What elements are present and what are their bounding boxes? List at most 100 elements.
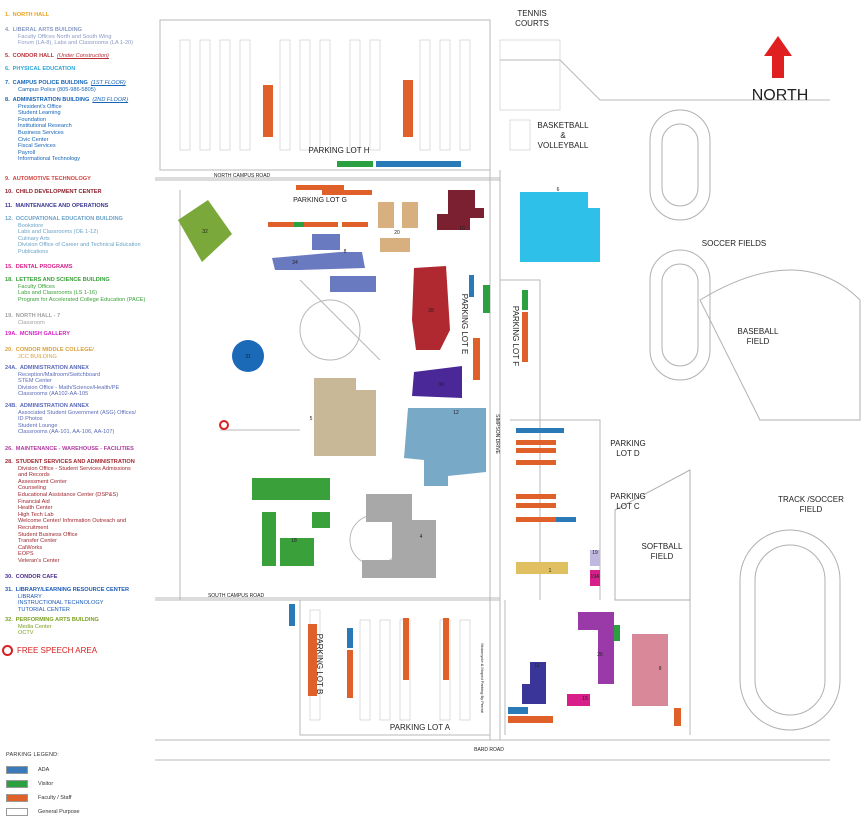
building-number: 19A xyxy=(591,574,601,580)
lot-c-label: PARKING xyxy=(610,492,645,501)
occupational-education-building xyxy=(404,408,486,486)
legend-line: High Tech Lab xyxy=(18,511,54,518)
legend-title: STUDENT SERVICES AND ADMINISTRATION xyxy=(15,459,135,465)
legend-number: 9. xyxy=(5,176,10,182)
legend-title: LIBERAL ARTS BUILDING xyxy=(12,27,82,33)
legend-line: Assessment Center xyxy=(18,478,67,485)
building-number: 11 xyxy=(534,663,539,669)
legend-line: Student Learning xyxy=(18,110,61,117)
legend-title: NORTH HALL xyxy=(12,12,50,18)
legend-line: Informational Technology xyxy=(18,156,81,163)
track-label: TRACK /SOCCER xyxy=(778,495,844,504)
legend-title: ADMINISTRATION BUILDING xyxy=(12,97,90,103)
building-number: 31 xyxy=(245,354,251,360)
legend-number: 24A. xyxy=(5,365,17,371)
legend-line: Payroll xyxy=(18,149,36,156)
legend-line: Welcome Center/ Information Outreach and xyxy=(18,518,127,525)
legend-line: Recruitment xyxy=(18,524,49,531)
legend-title: AUTOMOTIVE TECHNOLOGY xyxy=(12,176,91,182)
legend-item: 9.AUTOMOTIVE TECHNOLOGY xyxy=(5,176,153,183)
legend-line: Student Business Office xyxy=(18,531,78,538)
building-number: 8 xyxy=(344,249,347,255)
administration-annex-24a xyxy=(272,234,376,292)
legend-number: 24B. xyxy=(5,403,17,409)
legend-title: CAMPUS POLICE BUILDING xyxy=(12,80,88,86)
ada-swatch xyxy=(6,766,28,774)
legend-line: Forum (LA-8), Labs and Classrooms (LA 1-… xyxy=(18,40,134,47)
legend-title-note: (2ND FLOOR) xyxy=(92,97,129,103)
performing-arts-building xyxy=(178,200,232,262)
free-speech-marker xyxy=(219,420,229,430)
legend-number: 11. xyxy=(5,203,13,209)
maintenance-operations xyxy=(522,662,546,704)
legend-item: 1.NORTH HALL xyxy=(5,12,153,19)
legend-item: 8.ADMINISTRATION BUILDING(2ND FLOOR)Pres… xyxy=(5,97,153,163)
legend-item: 26.MAINTENANCE - WAREHOUSE - FACILITIES xyxy=(5,446,153,453)
legend-line: Associated Student Government (ASG) Offi… xyxy=(18,409,137,416)
legend-line: Faculty Offices xyxy=(18,283,55,290)
legend-line: Veteran's Center xyxy=(18,557,60,564)
legend-line: STEM Center xyxy=(18,378,52,385)
legend-title: CHILD DEVELOPMENT CENTER xyxy=(15,189,102,195)
lot-a-label: PARKING LOT A xyxy=(390,723,451,732)
legend-line: Labs and Classrooms (LS 1-16) xyxy=(18,290,97,297)
legend-line: Business Services xyxy=(18,129,64,136)
legend-title: PERFORMING ARTS BUILDING xyxy=(15,617,99,623)
legend-item: 11.MAINTENANCE AND OPERATIONS xyxy=(5,203,153,210)
parking-legend-item: ADA xyxy=(6,763,80,777)
legend-title: MAINTENANCE AND OPERATIONS xyxy=(15,203,109,209)
legend-title: ADMINISTRATION ANNEX xyxy=(19,365,89,371)
legend-title: DENTAL PROGRAMS xyxy=(15,264,73,270)
legend-title: MAINTENANCE - WAREHOUSE - FACILITIES xyxy=(15,446,134,452)
general-swatch xyxy=(6,808,28,816)
legend-line: ID Photos xyxy=(18,416,43,423)
legend-line: TUTORIAL CENTER xyxy=(18,606,70,613)
faculty-swatch xyxy=(6,794,28,802)
lot-g-label: PARKING LOT G xyxy=(293,197,347,204)
child-development-center xyxy=(437,190,484,230)
legend-title: ADMINISTRATION ANNEX xyxy=(19,403,89,409)
bard-road-label: BARD ROAD xyxy=(474,747,504,753)
legend-number: 31. xyxy=(5,587,13,593)
library-building xyxy=(232,340,264,372)
parking-legend-item: Faculty / Staff xyxy=(6,791,80,805)
north-arrow-icon xyxy=(764,36,792,78)
legend-number: 19. xyxy=(5,313,13,319)
legend-line: INSTRUCTIONAL TECHNOLOGY xyxy=(18,600,104,607)
lot-c-label: LOT C xyxy=(616,502,640,511)
building-number: 24 xyxy=(292,260,298,266)
legend-number: 10. xyxy=(5,189,13,195)
legend-line: Program for Accelerated College Educatio… xyxy=(18,296,146,303)
legend-line: President's Office xyxy=(18,103,62,110)
legend-number: 18. xyxy=(5,277,13,283)
maintenance-warehouse xyxy=(578,612,614,684)
softball-label: SOFTBALL xyxy=(642,542,683,551)
legend-line: EOPS xyxy=(18,551,34,558)
mcnish-gallery xyxy=(590,570,600,586)
legend-line: Student Lounge xyxy=(18,422,58,429)
legend-line: Labs and Classrooms (OE 1-12) xyxy=(18,229,99,236)
legend-line: Classrooms (AA102-AA-105 xyxy=(18,391,89,398)
legend-title-note: (1ST FLOOR) xyxy=(90,80,126,86)
legend-number: 32. xyxy=(5,617,13,623)
parking-legend-item: General Purpose xyxy=(6,805,80,819)
legend-title-note: (Under Construction) xyxy=(57,53,109,59)
legend-item: 10.CHILD DEVELOPMENT CENTER xyxy=(5,189,153,196)
condor-middle-college xyxy=(378,202,418,252)
legend-line: Classrooms (AA-101, AA-106, AA-107) xyxy=(18,429,115,436)
free-speech-ring-icon xyxy=(2,645,13,656)
legend-item: 20.CONDOR MIDDLE COLLEGE/JCC BUILDING xyxy=(5,347,153,360)
building-number: 15 xyxy=(582,696,588,702)
legend-title: CONDOR HALL xyxy=(12,53,54,59)
building-number: 4 xyxy=(420,534,423,540)
free-speech-label: FREE SPEECH AREA xyxy=(17,646,98,655)
letters-and-science-building xyxy=(252,478,330,566)
building-number: 30 xyxy=(438,382,444,388)
legend-line: Division Office - Student Services Admis… xyxy=(18,465,131,472)
parking-legend-label: Visitor xyxy=(38,781,54,787)
legend-line: Publications xyxy=(18,248,49,255)
parking-legend: PARKING LEGEND: ADA Visitor Faculty / St… xyxy=(6,752,80,819)
